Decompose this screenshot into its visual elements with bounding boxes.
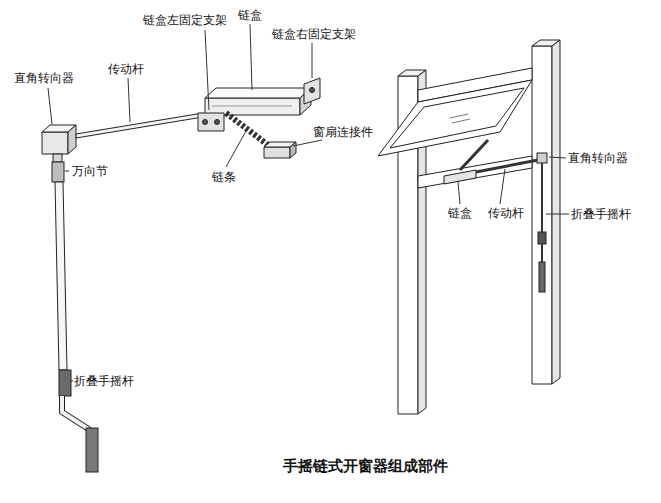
crank-handle <box>539 262 545 292</box>
sash-connector <box>264 147 290 158</box>
part-label: 窗扇连接件 <box>313 125 373 139</box>
chain-box-groove <box>212 106 292 107</box>
turner-front <box>42 132 68 154</box>
part-label: 直角转向器 <box>14 71 74 85</box>
chain <box>460 140 488 170</box>
part-label: 链条 <box>212 170 236 184</box>
chain-box-top <box>205 88 311 98</box>
universal-joint <box>52 162 64 182</box>
drive-rod <box>76 113 203 138</box>
bracket-hole <box>203 120 208 125</box>
part-label: 传动杆 <box>108 62 144 76</box>
sash-connector-side <box>290 142 296 158</box>
part-label: 链盒 <box>448 206 472 220</box>
caption: 手摇链式开窗器组成部件 <box>283 457 448 475</box>
crank-arm <box>541 244 543 262</box>
universal-joint <box>53 154 62 162</box>
leader-lines <box>458 157 569 214</box>
drive-rod <box>476 160 538 172</box>
crank-rod <box>55 182 67 370</box>
crank-arm-fill <box>62 396 90 430</box>
part-label: 链盒 <box>238 8 262 22</box>
chain-box-front <box>205 98 300 115</box>
part-label: 直角转向器 <box>568 151 628 165</box>
right-bracket <box>304 78 320 104</box>
crank-rod <box>541 163 543 232</box>
frame-post <box>532 46 552 384</box>
part-label: 万向节 <box>72 164 108 178</box>
part-label: 折叠手摇杆 <box>74 374 134 388</box>
bracket-hole <box>215 120 220 125</box>
crank-grip <box>59 370 71 396</box>
part-label: 链盒右固定支架 <box>272 27 356 41</box>
window-sash <box>378 80 532 156</box>
turner-side <box>68 125 76 154</box>
part-label: 传动杆 <box>488 206 524 220</box>
glass-glint <box>450 114 468 118</box>
frame-post-side <box>552 40 560 384</box>
chain <box>226 113 272 148</box>
turner <box>537 153 547 163</box>
glass-glint <box>452 119 470 123</box>
part-label: 折叠手摇杆 <box>571 207 631 221</box>
leader-lines <box>48 24 322 381</box>
crank-arm <box>62 396 90 430</box>
sill-rail <box>418 156 532 188</box>
left-bracket <box>198 113 224 131</box>
part-label: 链盒左固定支架 <box>143 13 227 27</box>
bracket-hole <box>310 88 315 93</box>
crank-handle <box>86 428 98 472</box>
window-glass <box>390 88 524 148</box>
crank-grip <box>538 232 546 244</box>
chain-box <box>444 170 476 184</box>
